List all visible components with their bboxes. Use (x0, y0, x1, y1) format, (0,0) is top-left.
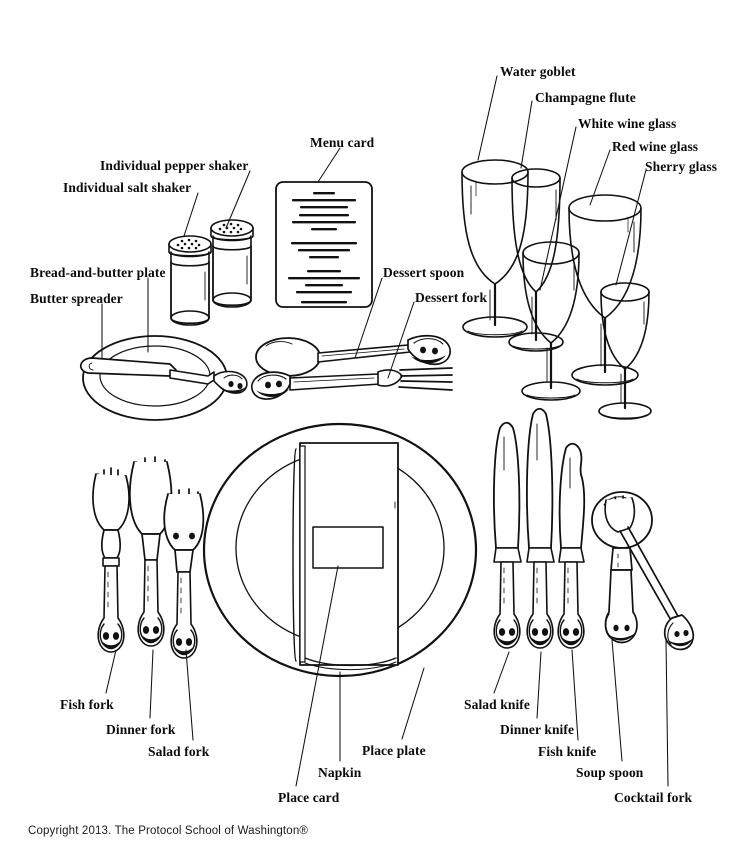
leader-salad-fork (185, 649, 194, 741)
label-menu-card: Menu card (310, 135, 375, 150)
leader-dessert-spoon (354, 277, 383, 359)
label-champagne-flute: Champagne flute (535, 90, 636, 105)
place-card-illustration (312, 526, 384, 569)
leader-menu-card (317, 147, 341, 183)
fish-fork-illustration (92, 467, 130, 653)
label-salad-knife: Salad knife (464, 697, 530, 712)
menu-card-illustration (275, 181, 373, 308)
label-fish-knife: Fish knife (538, 744, 597, 759)
red-wine-glass-illustration (568, 194, 642, 386)
leader-fish-knife (571, 649, 579, 741)
white-wine-glass-illustration (521, 241, 581, 401)
label-fish-fork: Fish fork (60, 697, 114, 712)
dinner-fork-illustration (128, 456, 173, 647)
individual-pepper-shaker-illustration (210, 219, 254, 308)
label-cocktail-fork: Cocktail fork (614, 790, 693, 805)
leader-individual-salt-shaker (183, 192, 199, 237)
label-white-wine-glass: White wine glass (578, 116, 677, 131)
leader-salad-knife (493, 651, 510, 694)
label-dessert-fork: Dessert fork (415, 290, 488, 305)
label-dessert-spoon: Dessert spoon (383, 265, 465, 280)
label-soup-spoon: Soup spoon (576, 765, 644, 780)
label-dinner-fork: Dinner fork (106, 722, 176, 737)
leader-dinner-fork (149, 649, 154, 719)
dessert-spoon-illustration (255, 334, 451, 377)
label-place-card: Place card (278, 790, 340, 805)
label-water-goblet: Water goblet (500, 64, 576, 79)
sherry-glass-illustration (598, 282, 652, 420)
water-goblet-illustration (461, 159, 529, 338)
label-individual-pepper-shaker: Individual pepper shaker (100, 158, 249, 173)
label-butter-spreader: Butter spreader (30, 291, 123, 306)
dinner-knife-illustration (526, 407, 555, 649)
label-red-wine-glass: Red wine glass (612, 139, 699, 154)
salad-fork-illustration (163, 488, 205, 659)
leader-fish-fork (105, 649, 117, 694)
leader-cocktail-fork (665, 639, 669, 787)
label-sherry-glass: Sherry glass (645, 159, 718, 174)
leader-red-wine-glass (589, 149, 611, 206)
fish-knife-illustration (557, 442, 586, 649)
leader-water-goblet (477, 75, 498, 161)
label-dinner-knife: Dinner knife (500, 722, 575, 737)
cocktail-fork-illustration (604, 495, 695, 651)
individual-salt-shaker-illustration (168, 235, 212, 326)
label-bread-and-butter-plate: Bread-and-butter plate (30, 265, 166, 280)
salad-knife-illustration (493, 421, 522, 649)
leader-place-plate (401, 667, 425, 740)
butter-spreader-illustration (79, 357, 248, 394)
leader-individual-pepper-shaker (225, 170, 251, 229)
copyright-notice: Copyright 2013. The Protocol School of W… (28, 825, 308, 837)
label-place-plate: Place plate (362, 743, 426, 758)
leader-dinner-knife (536, 651, 542, 719)
leader-white-wine-glass (539, 126, 577, 291)
leader-soup-spoon (611, 639, 623, 762)
leader-dessert-fork (387, 301, 415, 379)
leader-sherry-glass (615, 169, 647, 286)
label-salad-fork: Salad fork (148, 744, 210, 759)
label-napkin: Napkin (318, 765, 362, 780)
label-individual-salt-shaker: Individual salt shaker (63, 180, 192, 195)
leader-lines (101, 75, 669, 787)
dessert-fork-illustration (251, 367, 453, 400)
leader-champagne-flute (520, 100, 533, 169)
leader-place-card (295, 565, 339, 787)
